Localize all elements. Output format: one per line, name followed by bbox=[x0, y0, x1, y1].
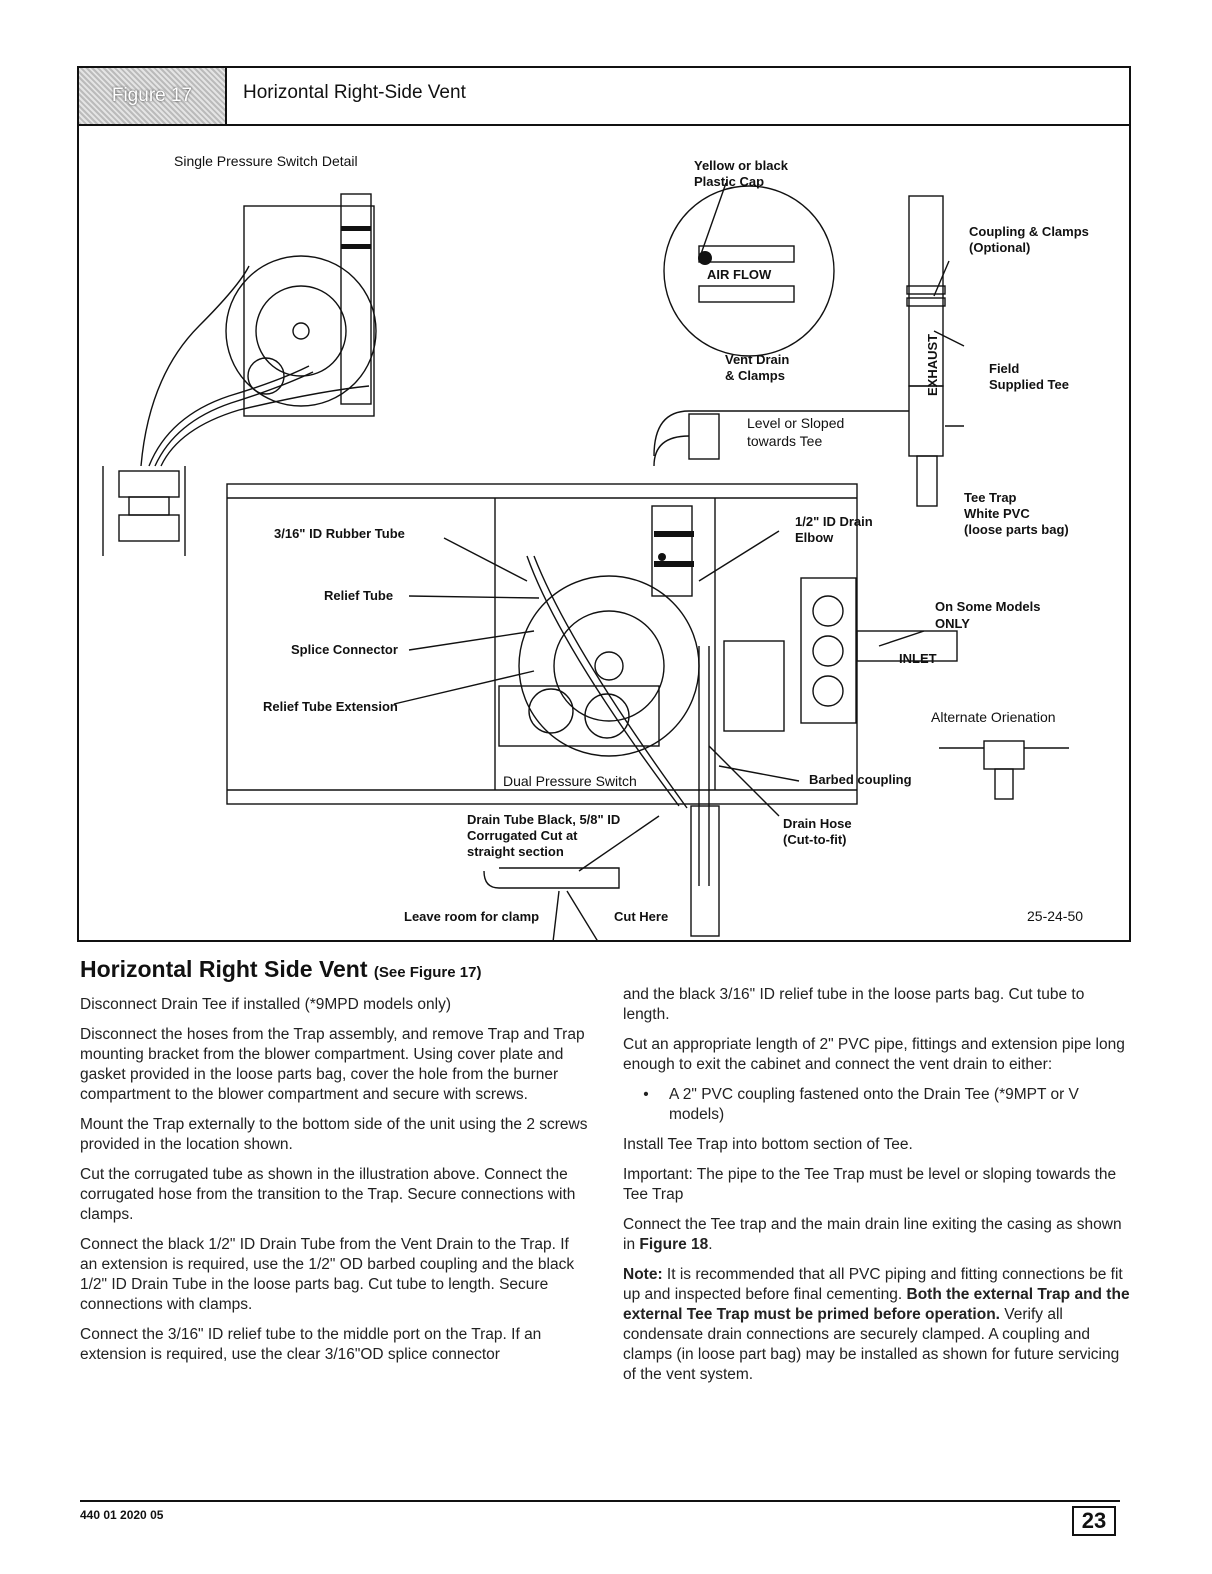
note-paragraph: Note: It is recommended that all PVC pip… bbox=[623, 1265, 1133, 1385]
clamp-band bbox=[654, 531, 694, 537]
bullet-text: A 2" PVC coupling fastened onto the Drai… bbox=[669, 1086, 1079, 1123]
label-coupling-2: (Optional) bbox=[969, 240, 1030, 255]
figure-17: Figure 17 Horizontal Right-Side Vent bbox=[77, 66, 1131, 942]
label-exhaust: EXHAUST bbox=[925, 334, 940, 396]
label-tee-trap-3: (loose parts bag) bbox=[964, 522, 1069, 537]
label-cut-here: Cut Here bbox=[614, 909, 668, 924]
bullet-mark: • bbox=[643, 1086, 649, 1103]
exhaust-pipe bbox=[908, 195, 944, 387]
left-paragraph: Disconnect the hoses from the Trap assem… bbox=[80, 1026, 585, 1103]
cap-detail bbox=[663, 185, 835, 357]
detail-vent-pipe bbox=[340, 193, 372, 405]
left-paragraph: Connect the black 1/2" ID Drain Tube fro… bbox=[80, 1236, 575, 1313]
alternate-tee bbox=[983, 740, 1025, 770]
figure-label: Figure 17 bbox=[79, 68, 227, 124]
label-drain-tube-2: Corrugated Cut at bbox=[467, 828, 578, 843]
label-drain-tube-3: straight section bbox=[467, 844, 564, 859]
drain-hose bbox=[690, 805, 720, 937]
label-leave-room: Leave room for clamp bbox=[404, 909, 539, 924]
tee-trap bbox=[916, 455, 938, 507]
section-heading: Horizontal Right Side Vent (See Figure 1… bbox=[80, 955, 590, 987]
label-field-tee-1: Field bbox=[989, 361, 1019, 376]
section-title-ref: (See Figure 17) bbox=[373, 964, 482, 981]
label-tee-trap-1: Tee Trap bbox=[964, 490, 1017, 505]
right-paragraph: and the black 3/16" ID relief tube in th… bbox=[623, 986, 1085, 1023]
figure-header: Figure 17 Horizontal Right-Side Vent bbox=[79, 68, 1129, 126]
left-paragraph: Cut the corrugated tube as shown in the … bbox=[80, 1166, 576, 1223]
label-inlet: INLET bbox=[899, 651, 937, 666]
corrugated-tube bbox=[483, 867, 620, 889]
note-label: Note: bbox=[623, 1266, 663, 1283]
figure-ref-end: . bbox=[708, 1236, 713, 1253]
pressure-switch-1 bbox=[528, 688, 574, 734]
figure-ref-link: Figure 18 bbox=[639, 1236, 709, 1253]
vent-diagram: Single Pressure Switch Detail Yellow or … bbox=[102, 153, 1089, 940]
label-barbed: Barbed coupling bbox=[809, 772, 912, 787]
bullet-item: • A 2" PVC coupling fastened onto the Dr… bbox=[623, 1085, 1133, 1125]
note-text: It is recommended that all PVC piping an… bbox=[623, 1266, 1123, 1303]
label-tee-trap-2: White PVC bbox=[964, 506, 1030, 521]
label-field-tee-2: Supplied Tee bbox=[989, 377, 1069, 392]
cap-dot bbox=[698, 251, 712, 265]
label-code: 25-24-50 bbox=[1027, 908, 1083, 924]
flow-dot bbox=[658, 553, 666, 561]
right-column: and the black 3/16" ID relief tube in th… bbox=[623, 985, 1133, 1395]
inducer-blower bbox=[518, 575, 700, 757]
pressure-switch-2 bbox=[584, 693, 630, 739]
left-paragraph: Connect the 3/16" ID relief tube to the … bbox=[80, 1326, 542, 1363]
right-paragraph: Important: The pipe to the Tee Trap must… bbox=[623, 1166, 1117, 1203]
label-coupling-1: Coupling & Clamps bbox=[969, 224, 1089, 239]
gas-valve bbox=[800, 577, 857, 724]
horizontal-vent bbox=[653, 410, 909, 457]
label-drain-tube-1: Drain Tube Black, 5/8" ID bbox=[467, 812, 620, 827]
label-relief-ext: Relief Tube Extension bbox=[263, 699, 398, 714]
label-single-detail: Single Pressure Switch Detail bbox=[174, 153, 358, 169]
label-on-some-2: ONLY bbox=[935, 616, 970, 631]
label-dual: Dual Pressure Switch bbox=[503, 773, 637, 789]
control-board bbox=[723, 640, 785, 732]
right-paragraph: Connect the Tee trap and the main drain … bbox=[623, 1215, 1133, 1255]
left-column: Horizontal Right Side Vent (See Figure 1… bbox=[80, 955, 590, 1375]
left-paragraph: Disconnect Drain Tee if installed (*9MPD… bbox=[80, 996, 452, 1013]
label-relief-tube: Relief Tube bbox=[324, 588, 393, 603]
label-cap-1: Yellow or black bbox=[694, 158, 789, 173]
document-number: 440 01 2020 05 bbox=[80, 1508, 164, 1522]
clamp-band bbox=[654, 561, 694, 567]
inlet-pipe bbox=[856, 630, 958, 662]
detail-switch bbox=[247, 357, 285, 395]
section-title: Horizontal Right Side Vent bbox=[80, 956, 368, 982]
right-paragraph: Cut an appropriate length of 2" PVC pipe… bbox=[623, 1036, 1125, 1073]
left-paragraph: Mount the Trap externally to the bottom … bbox=[80, 1116, 588, 1153]
label-level-1: Level or Sloped bbox=[747, 415, 844, 431]
vent-pipe bbox=[651, 505, 693, 597]
label-on-some-1: On Some Models bbox=[935, 599, 1040, 614]
label-drain-elbow-2: Elbow bbox=[795, 530, 834, 545]
label-cap-2: Plastic Cap bbox=[694, 174, 764, 189]
right-paragraph: Install Tee Trap into bottom section of … bbox=[623, 1136, 913, 1153]
label-drain-elbow-1: 1/2" ID Drain bbox=[795, 514, 873, 529]
figure-ref-text: Connect the Tee trap and the main drain … bbox=[623, 1216, 1122, 1253]
label-vent-drain-1: Vent Drain bbox=[725, 352, 789, 367]
label-alternate: Alternate Orienation bbox=[931, 709, 1056, 725]
label-airflow: AIR FLOW bbox=[707, 267, 772, 282]
label-drain-hose-2: (Cut-to-fit) bbox=[783, 832, 847, 847]
note-tail: Verify all condensate drain connections … bbox=[623, 1306, 1120, 1383]
clamp-band bbox=[341, 244, 371, 249]
note-bold: Both the external Trap and the external … bbox=[623, 1286, 1130, 1323]
page-number: 23 bbox=[1072, 1506, 1116, 1536]
detail-blower bbox=[225, 255, 377, 407]
clamp-band bbox=[341, 226, 371, 231]
label-vent-drain-2: & Clamps bbox=[725, 368, 785, 383]
label-rubber-tube: 3/16" ID Rubber Tube bbox=[274, 526, 405, 541]
figure-title: Horizontal Right-Side Vent bbox=[243, 82, 466, 103]
label-splice: Splice Connector bbox=[291, 642, 398, 657]
label-drain-hose-1: Drain Hose bbox=[783, 816, 852, 831]
label-level-2: towards Tee bbox=[747, 433, 822, 449]
footer-rule bbox=[80, 1500, 1120, 1502]
